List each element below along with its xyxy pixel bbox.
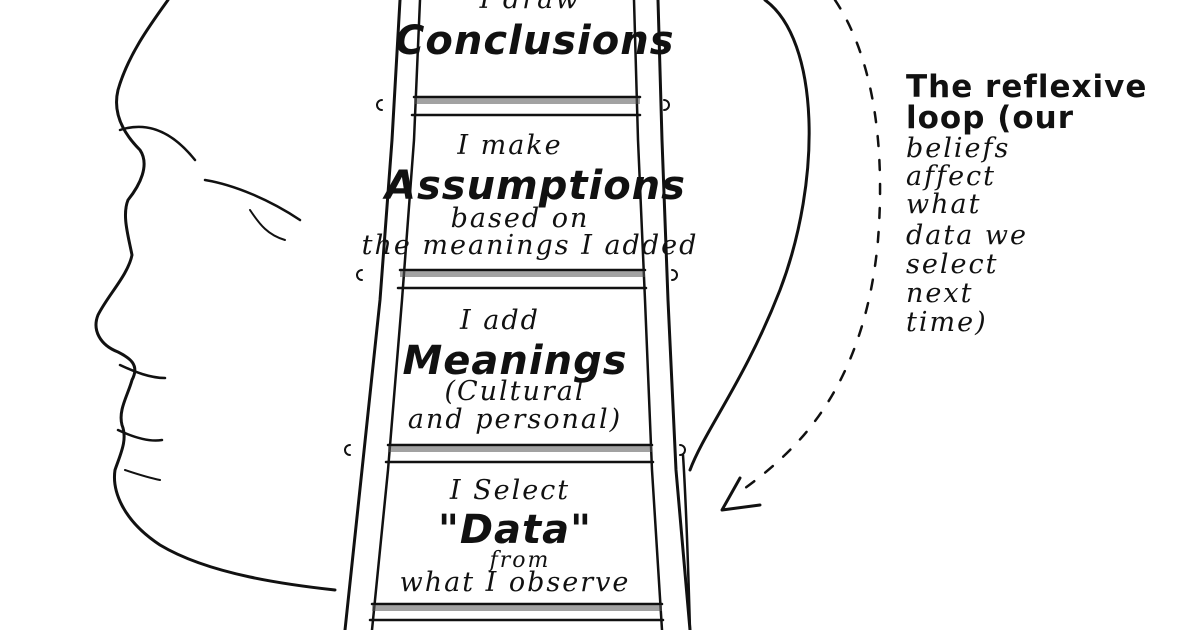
meanings-cultural: (Cultural bbox=[444, 376, 586, 407]
loop-line-5: what bbox=[906, 189, 982, 220]
rung-1 bbox=[410, 95, 642, 117]
eyebrow bbox=[118, 125, 197, 162]
ladder-left-rail bbox=[343, 0, 402, 630]
loop-line-4: affect bbox=[906, 161, 997, 192]
nostril bbox=[118, 363, 167, 380]
eye bbox=[203, 178, 302, 222]
meanings-intro: I add bbox=[460, 305, 540, 336]
loop-line-8: next bbox=[906, 278, 974, 309]
face-profile bbox=[94, 0, 337, 592]
ladder-right-rail bbox=[656, 0, 692, 630]
arrow-head bbox=[720, 476, 762, 512]
assumptions-based-on: based on bbox=[450, 203, 590, 234]
loop-line-3: beliefs bbox=[906, 133, 1011, 164]
loop-line-6: data we bbox=[906, 220, 1028, 251]
conclusions-title: Conclusions bbox=[395, 18, 675, 64]
reflexive-loop-arrow bbox=[733, 0, 882, 497]
data-title: "Data" bbox=[438, 507, 592, 553]
data-what-i-observe: what I observe bbox=[399, 567, 631, 598]
chin-line bbox=[124, 469, 161, 481]
conclusions-intro: I draw bbox=[430, 0, 630, 15]
loop-line-1: The reflexive bbox=[906, 69, 1148, 105]
neck-outline bbox=[681, 453, 692, 630]
data-from: from bbox=[489, 548, 551, 573]
data-intro: I Select bbox=[449, 475, 571, 506]
assumptions-intro: I make bbox=[457, 130, 563, 161]
assumptions-meanings-added: the meanings I added bbox=[361, 230, 699, 261]
meanings-personal: and personal) bbox=[407, 404, 623, 435]
rung-2 bbox=[396, 268, 648, 290]
eye-lid bbox=[249, 209, 286, 241]
head-outline bbox=[688, 0, 811, 472]
loop-line-7: select bbox=[906, 249, 999, 280]
loop-line-9: time) bbox=[906, 307, 988, 338]
rung-3 bbox=[384, 443, 655, 464]
meanings-title: Meanings bbox=[402, 338, 628, 384]
rung-4 bbox=[368, 602, 665, 622]
loop-line-2: loop (our bbox=[906, 100, 1075, 136]
lip-line bbox=[116, 428, 164, 442]
assumptions-title: Assumptions bbox=[385, 163, 686, 209]
